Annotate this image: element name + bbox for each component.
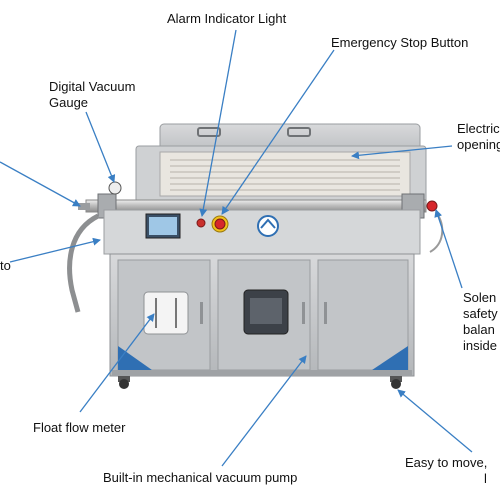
heating-element-window bbox=[159, 151, 411, 197]
gas-hose bbox=[67, 213, 100, 313]
label-electric-line1: Electric bbox=[457, 121, 500, 136]
callout-left-top bbox=[0, 161, 81, 207]
door-handle-left bbox=[200, 302, 203, 324]
callout-alarm bbox=[199, 29, 237, 217]
callout-flowmeter bbox=[79, 313, 155, 413]
label-solenoid-line2: safety bbox=[463, 306, 498, 321]
cabinet bbox=[109, 253, 415, 377]
estop-button bbox=[214, 218, 226, 230]
label-alarm-indicator: Alarm Indicator Light bbox=[167, 11, 287, 26]
logo-mark-icon bbox=[260, 218, 276, 229]
cabinet-door-right bbox=[317, 259, 409, 371]
label-solenoid-line3: balan bbox=[463, 322, 495, 337]
controller-display bbox=[149, 217, 177, 235]
label-solenoid-line4: inside bbox=[463, 338, 497, 353]
callout-solenoid bbox=[434, 209, 463, 289]
pump-motor bbox=[250, 298, 282, 324]
brand-logo bbox=[257, 215, 279, 237]
label-vacuum-pump: Built-in mechanical vacuum pump bbox=[103, 470, 298, 485]
callout-gauge bbox=[85, 111, 116, 183]
callout-lines bbox=[0, 29, 473, 467]
solenoid-valve bbox=[426, 200, 438, 212]
heating-chamber bbox=[135, 123, 427, 203]
callout-move bbox=[397, 389, 473, 453]
label-easy-move-line2: l bbox=[484, 471, 487, 486]
lid-handle-right bbox=[287, 127, 311, 137]
flowmeter-window bbox=[143, 291, 189, 335]
label-emergency-stop: Emergency Stop Button bbox=[331, 35, 469, 50]
label-left-fragment: to bbox=[0, 258, 11, 273]
label-solenoid-line1: Solen bbox=[463, 290, 497, 305]
control-panel bbox=[103, 209, 421, 255]
caster-wheel-left bbox=[119, 379, 129, 389]
label-vacuum-gauge-line1: Digital Vacuum bbox=[49, 79, 136, 94]
door-handle-middle bbox=[302, 302, 305, 324]
callout-pump bbox=[221, 355, 307, 467]
caster-wheel-right bbox=[391, 379, 401, 389]
door-handle-right bbox=[324, 302, 327, 324]
label-electric-line2: opening bbox=[457, 137, 500, 152]
callout-estop bbox=[221, 49, 335, 215]
cabinet-base bbox=[112, 370, 412, 376]
casters bbox=[118, 376, 402, 389]
lid-handle-left bbox=[197, 127, 221, 137]
label-float-flow-meter: Float flow meter bbox=[33, 420, 126, 435]
callout-left-bottom bbox=[9, 237, 101, 263]
label-vacuum-gauge-line2: Gauge bbox=[49, 95, 89, 110]
callout-electric bbox=[351, 145, 453, 160]
corner-badge-left bbox=[118, 346, 152, 370]
corner-badge-right bbox=[372, 346, 408, 370]
valve-cable bbox=[429, 211, 444, 253]
label-easy-move-line1: Easy to move, bbox=[405, 455, 488, 470]
left-connector bbox=[78, 203, 90, 210]
vacuum-gauge-dial bbox=[108, 181, 122, 195]
furnace-machine bbox=[67, 123, 444, 389]
alarm-light bbox=[196, 218, 206, 228]
